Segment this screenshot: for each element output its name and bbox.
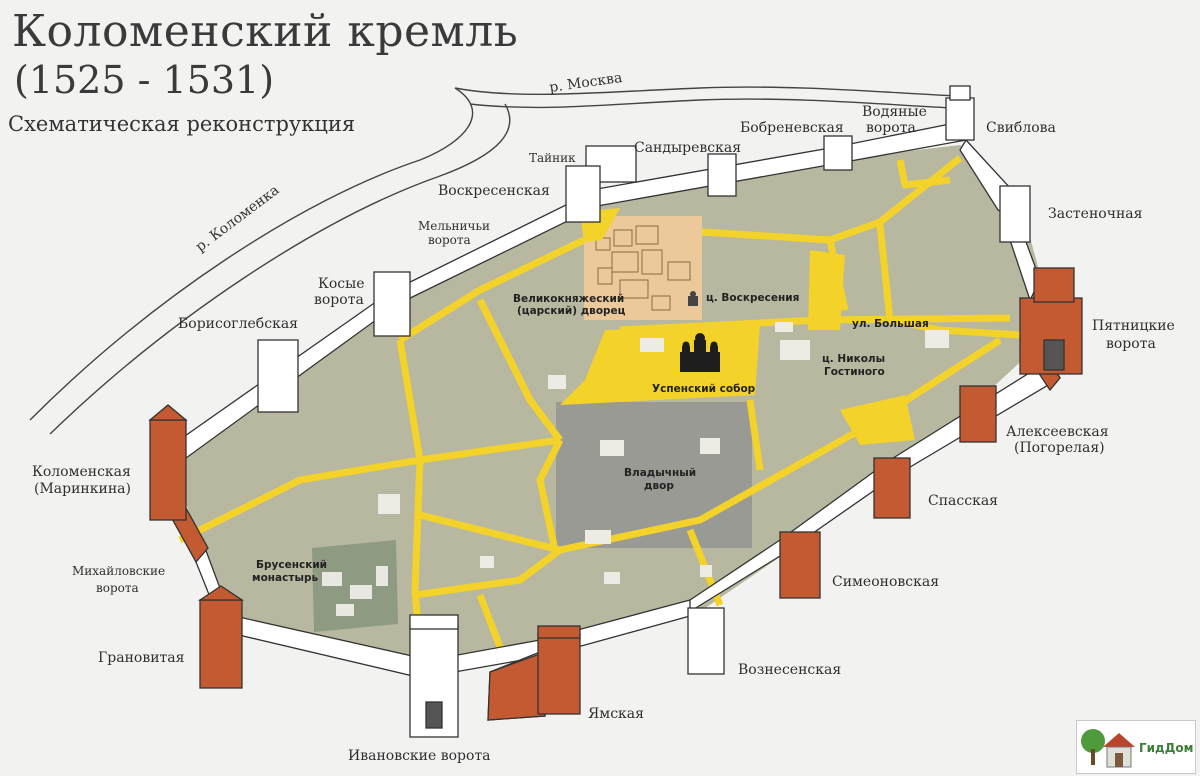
- ul-bolshaya-area: [808, 250, 845, 330]
- kolomenskaya-label-2: (Маринкина): [34, 481, 131, 497]
- palace-plan: [595, 225, 691, 311]
- voskresenskaya-label: Воскресенская: [438, 183, 550, 199]
- buildings: [378, 322, 949, 584]
- granovitaya-label: Грановитая: [98, 650, 185, 666]
- tower-kosye: [373, 271, 411, 337]
- tower-svibolova: [945, 85, 975, 141]
- vodyanye-label-1: Водяные: [862, 104, 927, 120]
- ul-bolshaya-label: ул. Большая: [852, 318, 929, 330]
- brick-wall-south: [487, 651, 546, 721]
- alekseevskaya-label-1: Алексеевская: [1006, 424, 1109, 440]
- church-voskreseniya-icon: [688, 291, 698, 306]
- logo-text: ГидДом: [1139, 741, 1194, 755]
- melnichyi-label-2: ворота: [428, 233, 471, 247]
- vladychny-label-1: Владычный: [624, 467, 696, 479]
- mikhailovskie-label-2: ворота: [96, 581, 139, 595]
- tower-bobrenevskaya: [707, 153, 737, 197]
- tower-kolomenskaya: [148, 404, 188, 521]
- map-title: Коломенский кремль: [12, 6, 519, 57]
- kolomenskaya-label-1: Коломенская: [32, 464, 131, 480]
- tower-alekseevskaya: [959, 385, 997, 443]
- sandyrevskaya-label: Сандыревская: [634, 140, 741, 156]
- brusensky-label-2: монастырь: [252, 572, 318, 584]
- yamskaya-label: Ямская: [588, 706, 644, 722]
- brusensky-label-1: Брусенский: [256, 559, 327, 571]
- nikoly-label-2: Гостиного: [824, 366, 885, 378]
- kosye-label-1: Косые: [318, 276, 365, 292]
- cathedral-square: [560, 325, 760, 405]
- monastery-buildings: [322, 566, 388, 616]
- tower-borisoglebskaya: [257, 339, 299, 413]
- house-tree-icon: [1081, 729, 1135, 768]
- pyatnitskie-label-2: ворота: [1106, 336, 1156, 352]
- pyatnitskie-label-1: Пятницкие: [1092, 318, 1175, 334]
- tower-voskresenskaya: [565, 165, 601, 223]
- ivanovskie-label: Ивановские ворота: [348, 748, 491, 764]
- vladychny-label-2: двор: [644, 480, 674, 492]
- map-dates: (1525 - 1531): [14, 58, 275, 102]
- cathedral-icon: [680, 333, 720, 372]
- tower-zastenochnaya: [999, 185, 1031, 243]
- river-kolomenka: [29, 87, 511, 435]
- simeonovskaya-label: Симеоновская: [832, 574, 939, 590]
- vladychny-dvor-area: [556, 402, 752, 548]
- spasskaya-label: Спасская: [928, 493, 998, 509]
- alekseevskaya-label-2: (Погорелая): [1014, 440, 1105, 456]
- map-subtitle: Схематическая реконструкция: [8, 112, 356, 136]
- tower-granovitaya: [197, 585, 245, 689]
- tower-ivanovskaya: [409, 614, 459, 738]
- voznesenskaya-label: Вознесенская: [738, 662, 841, 678]
- voskreseniya-label: ц. Воскресения: [706, 292, 799, 304]
- nikoly-square: [840, 395, 915, 445]
- melnichyi-label-1: Мельничьи: [418, 219, 490, 233]
- tower-vodyanye: [823, 135, 853, 171]
- uspensky-label: Успенский собор: [652, 383, 756, 395]
- vodyanye-label-2: ворота: [866, 120, 916, 136]
- zastenochnaya-label: Застеночная: [1048, 206, 1143, 222]
- tower-voznesenskaya: [687, 607, 725, 675]
- nikoly-label-1: ц. Николы: [822, 353, 885, 365]
- kosye-label-2: ворота: [314, 292, 364, 308]
- river-moskva: [454, 86, 961, 109]
- tower-yamskaya: [537, 625, 581, 715]
- tower-spasskaya: [873, 457, 911, 519]
- bobrenevskaya-label: Бобреневская: [740, 120, 844, 136]
- streets: [178, 155, 1021, 662]
- gid-dom-logo: ГидДом: [1076, 720, 1196, 774]
- tainik-label: Тайник: [529, 151, 576, 165]
- borisoglebskaya-label: Борисоглебская: [178, 316, 298, 332]
- palace-label-2: (царский) дворец: [517, 305, 626, 317]
- svibolova-label: Свиблова: [986, 120, 1056, 136]
- palace-label-1: Великокняжеский: [513, 293, 624, 305]
- mikhailovskie-label-1: Михайловские: [72, 564, 165, 578]
- tower-simeonovskaya: [779, 531, 821, 599]
- river-kolomenka-label: р. Коломенка: [193, 182, 283, 255]
- towers: [148, 85, 1083, 738]
- tower-pyatnitskie: [1019, 267, 1083, 375]
